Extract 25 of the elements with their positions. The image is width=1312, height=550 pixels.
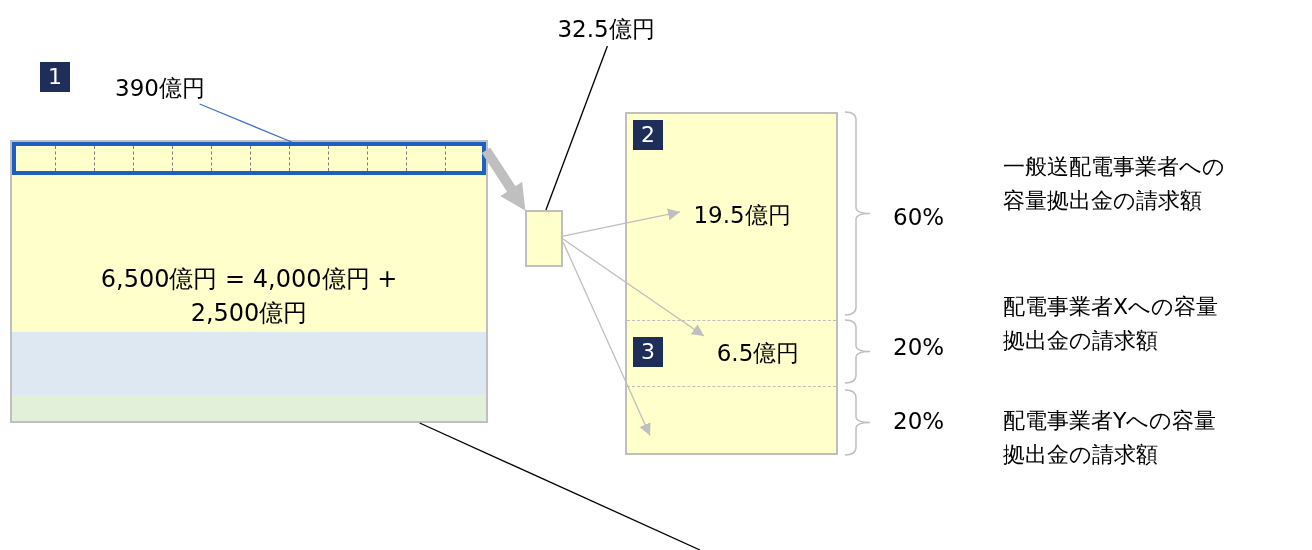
percentage-text: 60% bbox=[893, 203, 946, 232]
leader-line bbox=[419, 422, 701, 550]
arrow bbox=[562, 208, 681, 237]
description-text: 一般送配電事業者への容量拠出金の請求額 bbox=[1003, 153, 1226, 215]
arrow bbox=[481, 147, 526, 211]
arrow bbox=[562, 241, 651, 437]
breakdown-box bbox=[625, 112, 838, 455]
number-badge: 2 bbox=[633, 120, 663, 150]
amount-text: 390億円 bbox=[98, 72, 222, 104]
description-text: 配電事業者Xへの容量拠出金の請求額 bbox=[1003, 293, 1220, 355]
amount-text: 6.5億円 bbox=[704, 336, 812, 370]
percentage-text: 20% bbox=[893, 407, 946, 436]
amount-text: 32.5億円 bbox=[536, 12, 676, 46]
number-badge: 1 bbox=[40, 62, 70, 92]
description-text: 配電事業者Yへの容量拠出金の請求額 bbox=[1003, 407, 1218, 469]
amount-text: 19.5億円 bbox=[680, 198, 804, 232]
number-badge: 3 bbox=[633, 337, 663, 367]
total-amount-text: 6,500億円 = 4,000億円 + 2,500億円 bbox=[99, 264, 399, 329]
small-box bbox=[525, 210, 563, 267]
highlight-strip bbox=[12, 142, 486, 175]
leader-line bbox=[545, 45, 609, 211]
percentage-text: 20% bbox=[893, 333, 946, 362]
amount-box bbox=[10, 140, 488, 423]
leader-line bbox=[199, 103, 293, 143]
arrow bbox=[562, 238, 705, 337]
